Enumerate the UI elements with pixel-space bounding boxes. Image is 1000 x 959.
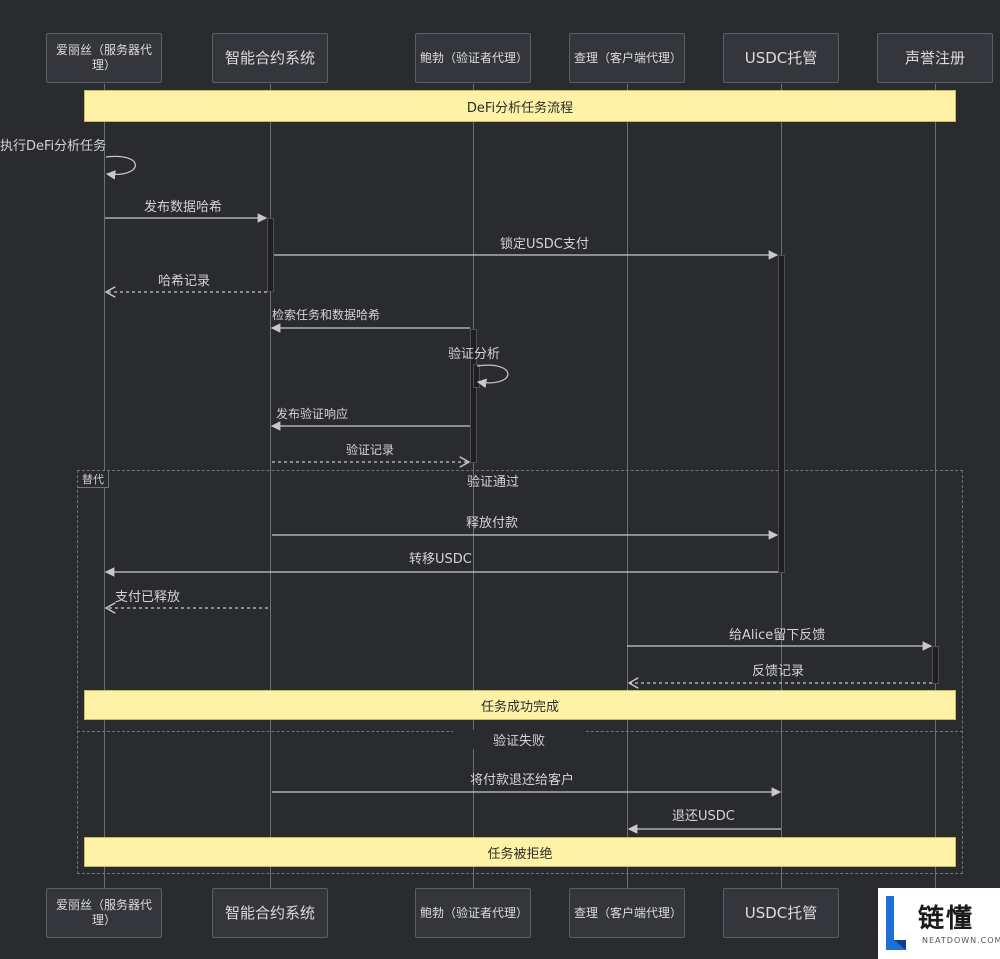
activation-contract	[267, 218, 274, 292]
lifeline-contract	[270, 84, 271, 888]
label-return-usdc: 退还USDC	[672, 809, 735, 824]
lifeline-bob	[473, 84, 474, 888]
label-transfer-usdc: 转移USDC	[409, 552, 472, 567]
label-publish-verification: 发布验证响应	[276, 407, 349, 421]
logo-l-icon	[886, 896, 906, 950]
actor-bob-top: 鲍勃（验证者代理）	[415, 33, 531, 83]
logo-brand: 链懂	[918, 904, 975, 934]
actor-escrow-bottom: USDC托管	[723, 888, 839, 938]
label-release-payment: 释放付款	[466, 516, 519, 531]
label-verification-recorded: 验证记录	[346, 443, 395, 457]
alt-tag: 替代	[78, 471, 109, 488]
actor-charlie-top: 查理（客户端代理）	[569, 33, 685, 83]
arrow-execute-task	[105, 155, 136, 180]
activation-bob-1	[470, 329, 477, 463]
actor-contract-bottom: 智能合约系统	[212, 888, 328, 938]
actor-reputation-top: 声誉注册	[877, 33, 993, 83]
note-task-rejected: 任务被拒绝	[84, 837, 956, 867]
actor-escrow-top: USDC托管	[723, 33, 839, 83]
lifeline-charlie	[627, 84, 628, 888]
alt-frame	[77, 470, 963, 874]
label-feedback-recorded: 反馈记录	[752, 664, 805, 679]
actor-alice-top: 爱丽丝（服务器代理）	[46, 33, 162, 83]
note-task-success: 任务成功完成	[84, 690, 956, 720]
actor-alice-bottom: 爱丽丝（服务器代理）	[46, 888, 162, 938]
actor-contract-top: 智能合约系统	[212, 33, 328, 83]
actor-bob-bottom: 鲍勃（验证者代理）	[415, 888, 531, 938]
label-retrieve-task: 检索任务和数据哈希	[272, 308, 381, 322]
label-hash-recorded: 哈希记录	[158, 274, 211, 289]
alt-case-pass: 验证通过	[467, 475, 520, 490]
activation-bob-2	[473, 364, 480, 388]
label-verify-analysis: 验证分析	[448, 347, 501, 362]
activation-escrow	[778, 255, 785, 573]
watermark-logo: 链懂 NEATDOWN.COM	[878, 888, 1000, 959]
lifeline-reputation	[935, 84, 936, 888]
note-defi-flow: DeFi分析任务流程	[84, 90, 956, 122]
label-publish-hash: 发布数据哈希	[144, 200, 223, 215]
label-lock-usdc: 锁定USDC支付	[500, 237, 589, 252]
logo-site: NEATDOWN.COM	[922, 936, 1000, 945]
label-leave-feedback: 给Alice留下反馈	[729, 628, 826, 643]
actor-charlie-bottom: 查理（客户端代理）	[569, 888, 685, 938]
label-payment-released: 支付已释放	[115, 590, 181, 605]
label-refund-client: 将付款退还给客户	[470, 773, 575, 788]
arrow-verify-analysis	[476, 364, 509, 388]
label-execute-task: 执行DeFi分析任务	[0, 139, 107, 154]
activation-reputation	[932, 646, 939, 684]
alt-case-fail: 验证失败	[452, 730, 586, 749]
